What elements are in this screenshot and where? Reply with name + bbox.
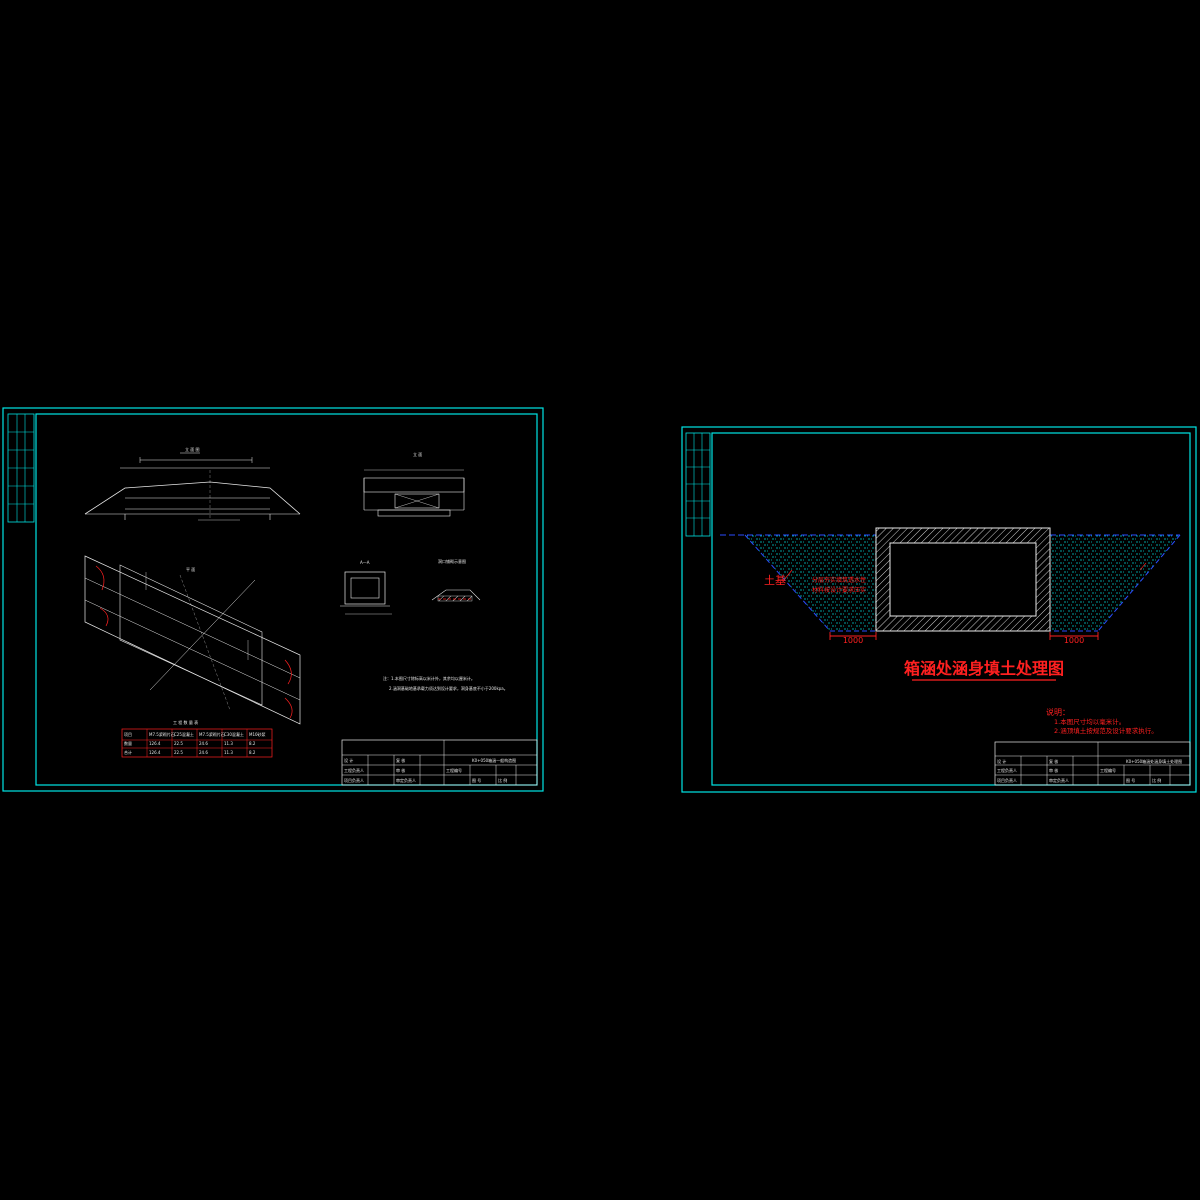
title-block-cell: 复 核 <box>1049 758 1058 764</box>
section-view-title: 立 面 <box>413 451 422 457</box>
quantity-table-header: M10砂浆 <box>249 731 266 737</box>
sheet1-inner-border <box>35 413 538 786</box>
fill-material-label-1: 分层夯实填筑透水性 <box>812 576 866 584</box>
title-block-cell: 审 核 <box>1049 767 1058 773</box>
sheet1-note-1: 注：1.本图尺寸除标高以米计外，其余均以厘米计。 <box>383 675 475 681</box>
quantity-table-cell: 24.6 <box>199 741 208 746</box>
sheet1-outer-border <box>2 407 544 792</box>
note-1: 1.本图尺寸均以毫米计。 <box>1054 717 1125 726</box>
sheet1-notes: 注：1.本图尺寸除标高以米计外，其余均以厘米计。 2.涵洞基础地基承载力须达到设… <box>383 675 508 691</box>
title-block-cell: 审定负责人 <box>396 777 416 783</box>
fill-area-left <box>745 535 876 631</box>
quantity-table-title: 工 程 数 量 表 <box>173 719 198 725</box>
slope-right <box>1097 534 1181 632</box>
quantity-table-cell: 24.6 <box>199 750 208 755</box>
notes-title: 说明： <box>1046 707 1070 717</box>
quantity-table-header: M7.5浆砌片石 <box>149 731 175 737</box>
title-block-cell: 复 核 <box>396 757 405 763</box>
quantity-table-cell: 8.2 <box>249 750 256 755</box>
quantity-table-header: M7.5浆砌片石 <box>199 731 225 737</box>
quantity-table: 工 程 数 量 表 项目 M7.5浆砌片石 C25混凝土 M7.5浆砌片石 C3… <box>121 719 273 758</box>
quantity-table-cell: 22.5 <box>174 750 183 755</box>
title-block-meta: 图 号 <box>472 777 481 783</box>
drawing-title: K0+050箱涵一般构造图 <box>472 757 516 763</box>
sheet2-inner-border <box>711 432 1191 786</box>
title-block-meta: 工程编号 <box>1100 767 1116 773</box>
box-culvert <box>875 527 1051 632</box>
title-block-cell: 设 计 <box>344 757 353 763</box>
soil-base-label: 土基 <box>764 574 786 587</box>
elevation-title: 立 面 图 <box>185 446 200 452</box>
main-title: 箱涵处涵身填土处理图 <box>904 659 1064 678</box>
title-block-cell: 工程负责人 <box>997 767 1017 773</box>
dimension-right: 1000 <box>1049 632 1099 645</box>
section-aa-view: A—A <box>340 560 392 615</box>
fill-area-right <box>1050 535 1180 631</box>
dimension-right-label: 1000 <box>1064 636 1084 645</box>
quantity-table-cell: 126.4 <box>149 741 161 746</box>
title-block-cell: 设 计 <box>997 758 1006 764</box>
note-2: 2.涵顶填土按规范及设计要求执行。 <box>1054 726 1158 735</box>
guard-detail-view: 洞口铺砌示意图 <box>431 558 481 602</box>
drawing-sheet-2: 1000 1000 土基 分层夯实填筑透水性 材料按设计要求压实 箱涵处涵身填土… <box>681 426 1197 793</box>
drawing-title: K0+050箱涵处涵身填土处理图 <box>1126 758 1182 764</box>
quantity-table-cell: 22.5 <box>174 741 183 746</box>
sheet2-title-block: 设 计 复 核 工程负责人 审 核 项目负责人 审定负责人 K0+050箱涵处涵… <box>994 741 1191 786</box>
culvert-wall <box>875 527 1051 632</box>
quantity-table-cell: 8.2 <box>249 741 256 746</box>
sheet2-binding-strip <box>685 432 711 537</box>
section-elevation-view: 立 面 <box>363 451 465 517</box>
sheet2-outer-border <box>681 426 1197 793</box>
fill-labels: 土基 分层夯实填筑透水性 材料按设计要求压实 <box>764 562 1147 594</box>
title-block-meta: 比 例 <box>1152 777 1161 783</box>
title-block-meta: 比 例 <box>498 777 507 783</box>
quantity-table-cell: 126.4 <box>149 750 161 755</box>
title-block-meta: 图 号 <box>1126 777 1135 783</box>
section-aa-title: A—A <box>360 560 370 565</box>
dimension-left-label: 1000 <box>843 636 863 645</box>
fill-trench <box>720 534 1181 632</box>
quantity-table-cell: 11.3 <box>224 750 233 755</box>
plan-title: 平 面 <box>186 567 195 572</box>
sheet1-note-2: 2.涵洞基础地基承载力须达到设计要求，洞身基底不小于200kpa。 <box>389 685 508 691</box>
quantity-table-header: 项目 <box>124 731 132 737</box>
fill-material-label-2: 材料按设计要求压实 <box>812 586 866 594</box>
quantity-table-header: C30混凝土 <box>224 731 244 737</box>
quantity-table-header: C25混凝土 <box>174 731 194 737</box>
sheet1-binding-strip <box>7 413 35 523</box>
title-block-cell: 审定负责人 <box>1049 777 1069 783</box>
quantity-table-cell: 合计 <box>124 749 132 755</box>
guard-title: 洞口铺砌示意图 <box>438 558 466 564</box>
dimension-left: 1000 <box>829 632 877 645</box>
quantity-table-cell: 11.3 <box>224 741 233 746</box>
sheet1-title-block: 设 计 复 核 工程负责人 审 核 项目负责人 审定负责人 K0+050箱涵一般… <box>341 739 538 786</box>
slope-left <box>744 534 831 632</box>
drawing-sheet-1: 立 面 图 立 面 <box>2 407 544 792</box>
quantity-table-cell: 数量 <box>124 740 132 746</box>
title-block-cell: 工程负责人 <box>344 767 364 773</box>
sheet2-notes: 说明： 1.本图尺寸均以毫米计。 2.涵顶填土按规范及设计要求执行。 <box>1046 707 1158 735</box>
elevation-view: 立 面 图 <box>84 446 301 521</box>
plan-view: 平 面 <box>84 555 301 725</box>
title-block-cell: 项目负责人 <box>344 777 364 783</box>
title-block-meta: 工程编号 <box>446 767 462 773</box>
title-block-cell: 审 核 <box>396 767 405 773</box>
title-block-cell: 项目负责人 <box>997 777 1017 783</box>
